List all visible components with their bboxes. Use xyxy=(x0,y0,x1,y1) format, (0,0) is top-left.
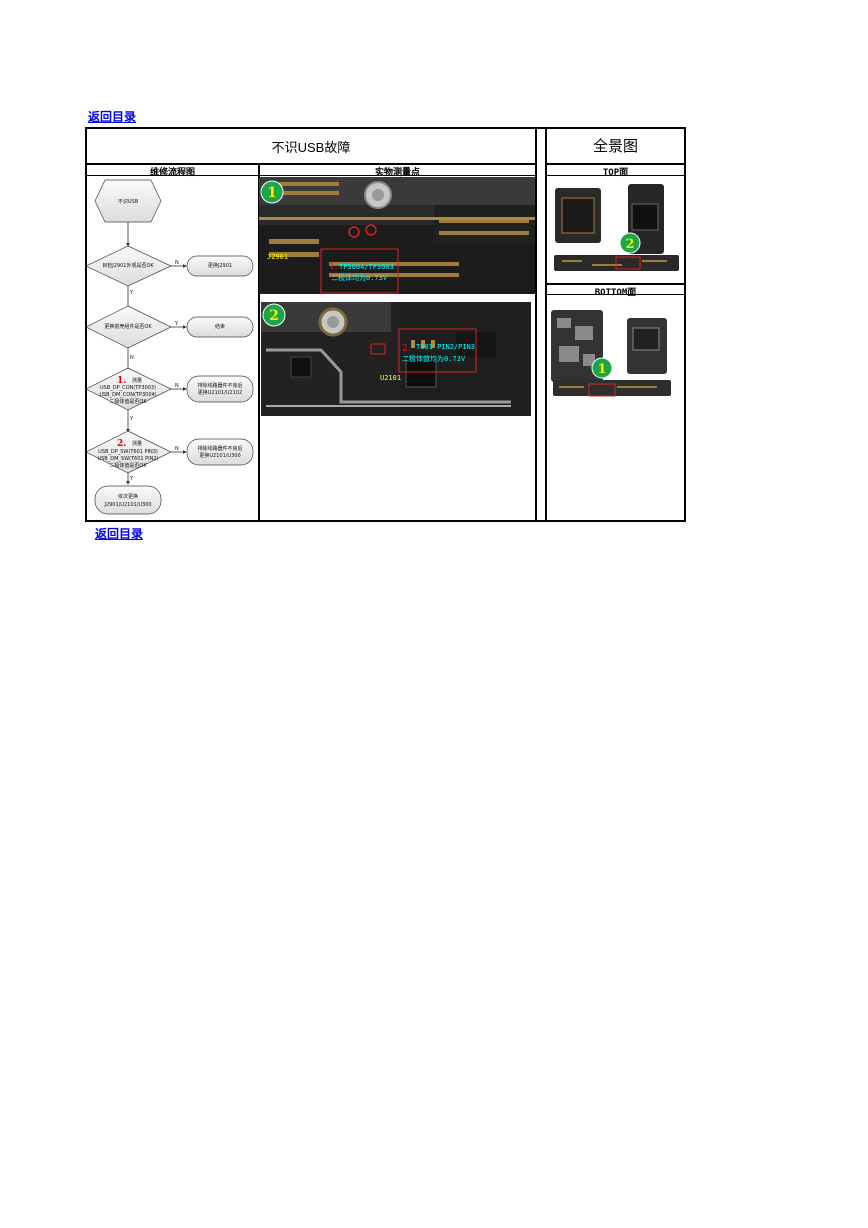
flow-a4-line: 更换U2101/U300 xyxy=(199,452,240,459)
start-hexagon xyxy=(94,179,162,223)
photo2-line2: 二极体值均为0.73V xyxy=(402,354,466,363)
process-box xyxy=(186,375,254,403)
divider xyxy=(546,294,685,295)
flow-a4-line: 排除线路器件不良后 xyxy=(197,445,242,452)
flow-q4-line: 二极体值是否OK xyxy=(109,462,147,469)
flow-no-label: N xyxy=(175,260,179,266)
photo2-badge: 2 xyxy=(269,308,279,324)
process-box xyxy=(186,438,254,466)
bottom-board-badge: 1 xyxy=(597,362,606,377)
divider xyxy=(86,163,536,165)
flow-yes-label: Y xyxy=(129,416,134,422)
flow-no-label: N xyxy=(175,446,179,452)
flow-a1-text: 更换J2901 xyxy=(208,262,232,269)
flow-q1-text: 目检J2901外观是否OK xyxy=(102,262,154,269)
flow-q4-number: 2. xyxy=(117,439,126,449)
flow-end-line: J2901/U2101/U300 xyxy=(103,502,151,508)
divider xyxy=(545,127,547,522)
photo1-line1: TP3004/TP3003 xyxy=(339,263,394,271)
photo2-chip-label: U2101 xyxy=(380,374,401,382)
flow-yes-label: Y xyxy=(129,476,134,482)
flow-q4-line: USB_DM_SW(T601 PIN2) xyxy=(97,456,158,462)
decision-diamond xyxy=(87,367,172,411)
flow-q4-line: USB_DP_SW(T601 PIN3) xyxy=(98,449,158,455)
flow-q2-text: 更换前壳组件是否OK xyxy=(104,323,152,330)
photo1-line2: 二极体均为0.73V xyxy=(331,273,388,282)
flow-q3-number: 1. xyxy=(117,376,126,386)
process-box xyxy=(186,316,254,338)
process-box xyxy=(186,255,254,277)
top-board-badge: 2 xyxy=(625,237,634,252)
bottom-board-image: 1 xyxy=(547,306,675,409)
process-box xyxy=(94,485,162,515)
flow-a2-text: 结束 xyxy=(215,323,225,330)
panorama-title: 全景图 xyxy=(592,138,638,155)
flow-no-label: N xyxy=(130,355,134,361)
top-board-image: 2 xyxy=(552,180,682,277)
flow-q3-line: USB_DM_CON(TP3004) xyxy=(99,392,156,398)
decision-diamond xyxy=(87,430,172,474)
divider xyxy=(546,175,685,176)
fault-table xyxy=(85,127,686,522)
flow-end-line: 依次更换 xyxy=(118,493,138,500)
decision-diamond xyxy=(87,305,172,349)
bottom-side-header: BOTTOM面 xyxy=(594,288,637,298)
flow-column-header: 维修流程图 xyxy=(149,168,195,178)
measurement-photo-2: 2 2. T601 PIN2/PIN3 二极体值均为0.73V U2101 xyxy=(261,302,531,416)
flow-yes-label: Y xyxy=(174,321,179,327)
top-side-header: TOP面 xyxy=(602,168,629,178)
flow-no-label: N xyxy=(175,383,179,389)
repair-flowchart: 不识USB 目检J2901外观是否OK 更换J2901 更换前壳组件是否OK 结… xyxy=(87,179,254,515)
divider xyxy=(86,175,536,176)
back-to-contents-link-top[interactable]: 返回目录 xyxy=(88,110,137,124)
table-title: 不识USB故障 xyxy=(271,140,351,155)
photo1-connector-label: J2901 xyxy=(267,253,288,261)
photo-column-header: 实物测量点 xyxy=(374,168,420,178)
flow-start-text: 不识USB xyxy=(118,198,139,205)
flow-q3-line: 测量 xyxy=(132,377,142,384)
back-to-contents-link-bottom[interactable]: 返回目录 xyxy=(95,527,144,541)
flow-yes-label: Y xyxy=(129,290,134,296)
flow-a3-line: 排除线路器件不良后 xyxy=(197,382,242,389)
divider xyxy=(546,163,685,165)
flow-q4-line: 测量 xyxy=(132,440,142,447)
photo1-badge: 1 xyxy=(267,185,277,201)
divider xyxy=(535,127,537,522)
flow-a3-line: 更换U2101/U2102 xyxy=(198,389,242,396)
divider xyxy=(258,163,260,521)
photo2-line1: T601 PIN2/PIN3 xyxy=(416,343,475,351)
photo2-number: 2. xyxy=(402,344,411,354)
measurement-photo-1: 1 J2901 1. TP3004/TP3003 二极体均为0.73V xyxy=(259,177,535,294)
flow-q3-line: 二极体值是否OK xyxy=(109,398,147,405)
decision-diamond xyxy=(87,245,172,287)
flow-q3-line: USB_DP_CON(TP3003) xyxy=(100,385,156,391)
photo1-number: 1. xyxy=(329,262,338,272)
divider xyxy=(546,283,685,285)
